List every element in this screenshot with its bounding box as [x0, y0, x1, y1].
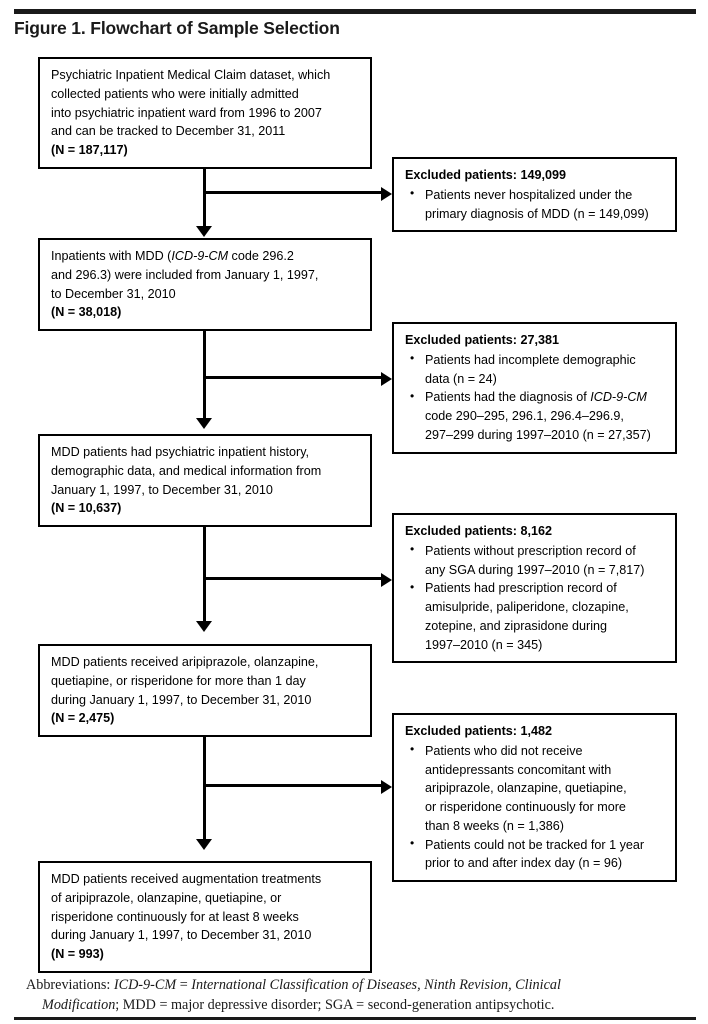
- flow-box-augmentation-final: MDD patients received augmentation treat…: [38, 861, 372, 973]
- abbrev-eq: =: [176, 977, 192, 993]
- bullet-line: Patients never hospitalized under the: [425, 187, 633, 202]
- abbrev-icd-expansion: International Classification of Diseases…: [191, 977, 561, 993]
- excluded-bullet-list: Patients without prescription record of …: [405, 541, 666, 655]
- bullet-line: amisulpride, paliperidone, clozapine,: [425, 600, 629, 614]
- connector-trunk-4: [203, 727, 206, 840]
- excluded-bullet: Patients had the diagnosis of ICD-9-CM c…: [405, 388, 666, 444]
- box-line: into psychiatric inpatient ward from 199…: [51, 105, 322, 120]
- flow-box-sga-more-than-one-day: MDD patients received aripiprazole, olan…: [38, 644, 372, 737]
- bullet-line: primary diagnosis of MDD (n = 149,099): [425, 206, 649, 221]
- abbrev-modification-italic: Modification: [42, 997, 116, 1014]
- box-line: MDD patients received augmentation treat…: [51, 872, 322, 886]
- box-line: MDD patients received aripiprazole, olan…: [51, 655, 319, 669]
- flow-box-mdd-with-history: MDD patients had psychiatric inpatient h…: [38, 434, 372, 527]
- bullet-line: Patients could not be tracked for 1 year: [425, 837, 645, 852]
- box-line: during January 1, 1997, to December 31, …: [51, 692, 312, 707]
- excluded-box-2: Excluded patients: 27,381 Patients had i…: [392, 322, 677, 454]
- excluded-bullet: Patients could not be tracked for 1 year…: [405, 835, 666, 874]
- abbrev-label: Abbreviations:: [26, 977, 111, 993]
- excluded-bullet: Patients never hospitalized under the pr…: [405, 185, 666, 224]
- excluded-box-3: Excluded patients: 8,162 Patients withou…: [392, 513, 677, 664]
- excluded-bullet: Patients who did not receive antidepress…: [405, 741, 666, 836]
- excluded-box-1: Excluded patients: 149,099 Patients neve…: [392, 157, 677, 233]
- excluded-bullet-list: Patients had incomplete demographic data…: [405, 350, 666, 445]
- bullet-line: prior to and after index day (n = 96): [425, 856, 623, 871]
- bullet-line: code 290–295, 296.1, 296.4–296.9,: [425, 409, 624, 423]
- abbrev-icd-italic: ICD-9-CM: [113, 977, 177, 993]
- connector-trunk-3: [203, 517, 206, 622]
- box-line: and 296.3) were included from January 1,…: [51, 267, 319, 282]
- bullet-line: aripiprazole, olanzapine, quetiapine,: [425, 781, 627, 796]
- connector-branch-4: [203, 784, 381, 787]
- bullet-line: or risperidone continuously for more: [425, 800, 626, 814]
- bullet-line: antidepressants concomitant with: [425, 762, 612, 777]
- bottom-rule: [14, 1017, 696, 1020]
- box-line: Inpatients with MDD (ICD-9-CM code 296.2: [51, 249, 294, 263]
- excluded-bullet: Patients had incomplete demographic data…: [405, 350, 666, 389]
- abbreviations-note: Abbreviations: ICD-9-CM = International …: [26, 975, 686, 1015]
- abbrev-line-2: Modification; MDD = major depressive dis…: [26, 995, 686, 1015]
- connector-trunk-2: [203, 322, 206, 419]
- connector-arrow-right-3: [381, 572, 392, 587]
- connector-arrow-right-2: [381, 371, 392, 386]
- excluded-bullet: Patients had prescription record of amis…: [405, 579, 666, 654]
- bullet-line: Patients had incomplete demographic: [425, 352, 636, 367]
- box-line: quetiapine, or risperidone for more than…: [51, 673, 306, 688]
- bullet-line: than 8 weeks (n = 1,386): [425, 818, 564, 833]
- box-n-label: (N = 2,475): [51, 711, 115, 726]
- excluded-heading: Excluded patients: 27,381: [405, 333, 559, 347]
- excluded-heading: Excluded patients: 1,482: [405, 724, 552, 738]
- box-n-label: (N = 993): [51, 947, 104, 961]
- flow-box-cohort-source: Psychiatric Inpatient Medical Claim data…: [38, 57, 372, 169]
- box-line: during January 1, 1997, to December 31, …: [51, 928, 312, 943]
- connector-arrow-right-1: [381, 186, 392, 201]
- connector-arrow-down-1: [196, 226, 212, 237]
- excluded-bullet-list: Patients who did not receive antidepress…: [405, 741, 666, 874]
- box-line: and can be tracked to December 31, 2011: [51, 124, 286, 139]
- bullet-line: Patients who did not receive: [425, 743, 583, 758]
- connector-branch-3: [203, 577, 381, 580]
- connector-arrow-down-4: [196, 839, 212, 850]
- abbrev-rest: ; MDD = major depressive disorder; SGA =…: [115, 997, 555, 1014]
- box-line: collected patients who were initially ad…: [51, 86, 299, 101]
- box-n-label: (N = 10,637): [51, 501, 122, 516]
- bullet-line: 1997–2010 (n = 345): [425, 637, 543, 652]
- connector-arrow-down-2: [196, 418, 212, 429]
- bullet-line: Patients without prescription record of: [425, 543, 636, 558]
- top-rule: [14, 9, 696, 14]
- box-line: to December 31, 2010: [51, 286, 176, 301]
- box-n-label: (N = 187,117): [51, 143, 128, 157]
- box-n-label: (N = 38,018): [51, 305, 122, 320]
- bullet-line: any SGA during 1997–2010 (n = 7,817): [425, 562, 645, 577]
- bullet-line: 297–299 during 1997–2010 (n = 27,357): [425, 427, 651, 442]
- figure-title: Figure 1. Flowchart of Sample Selection: [14, 18, 340, 38]
- icd-code-italic: ICD-9-CM: [590, 390, 647, 405]
- box-line: demographic data, and medical informatio…: [51, 463, 322, 478]
- excluded-box-4: Excluded patients: 1,482 Patients who di…: [392, 713, 677, 882]
- box-line: MDD patients had psychiatric inpatient h…: [51, 445, 310, 459]
- connector-branch-1: [203, 191, 381, 194]
- connector-arrow-down-3: [196, 621, 212, 632]
- bullet-line: Patients had the diagnosis of ICD-9-CM: [425, 390, 647, 405]
- box-line: January 1, 1997, to December 31, 2010: [51, 482, 273, 497]
- flow-box-mdd-inpatients: Inpatients with MDD (ICD-9-CM code 296.2…: [38, 238, 372, 331]
- excluded-bullet: Patients without prescription record of …: [405, 541, 666, 580]
- excluded-heading: Excluded patients: 8,162: [405, 524, 552, 538]
- bullet-line: data (n = 24): [425, 371, 497, 386]
- icd-code-italic: ICD-9-CM: [171, 249, 229, 263]
- box-line: risperidone continuously for at least 8 …: [51, 909, 299, 924]
- connector-branch-2: [203, 376, 381, 379]
- excluded-bullet-list: Patients never hospitalized under the pr…: [405, 185, 666, 224]
- bullet-line: Patients had prescription record of: [425, 581, 617, 596]
- box-line: of aripiprazole, olanzapine, quetiapine,…: [51, 890, 282, 905]
- excluded-heading: Excluded patients: 149,099: [405, 168, 566, 182]
- bullet-line: zotepine, and ziprasidone during: [425, 618, 608, 633]
- box-line: Psychiatric Inpatient Medical Claim data…: [51, 68, 331, 82]
- connector-arrow-right-4: [381, 779, 392, 794]
